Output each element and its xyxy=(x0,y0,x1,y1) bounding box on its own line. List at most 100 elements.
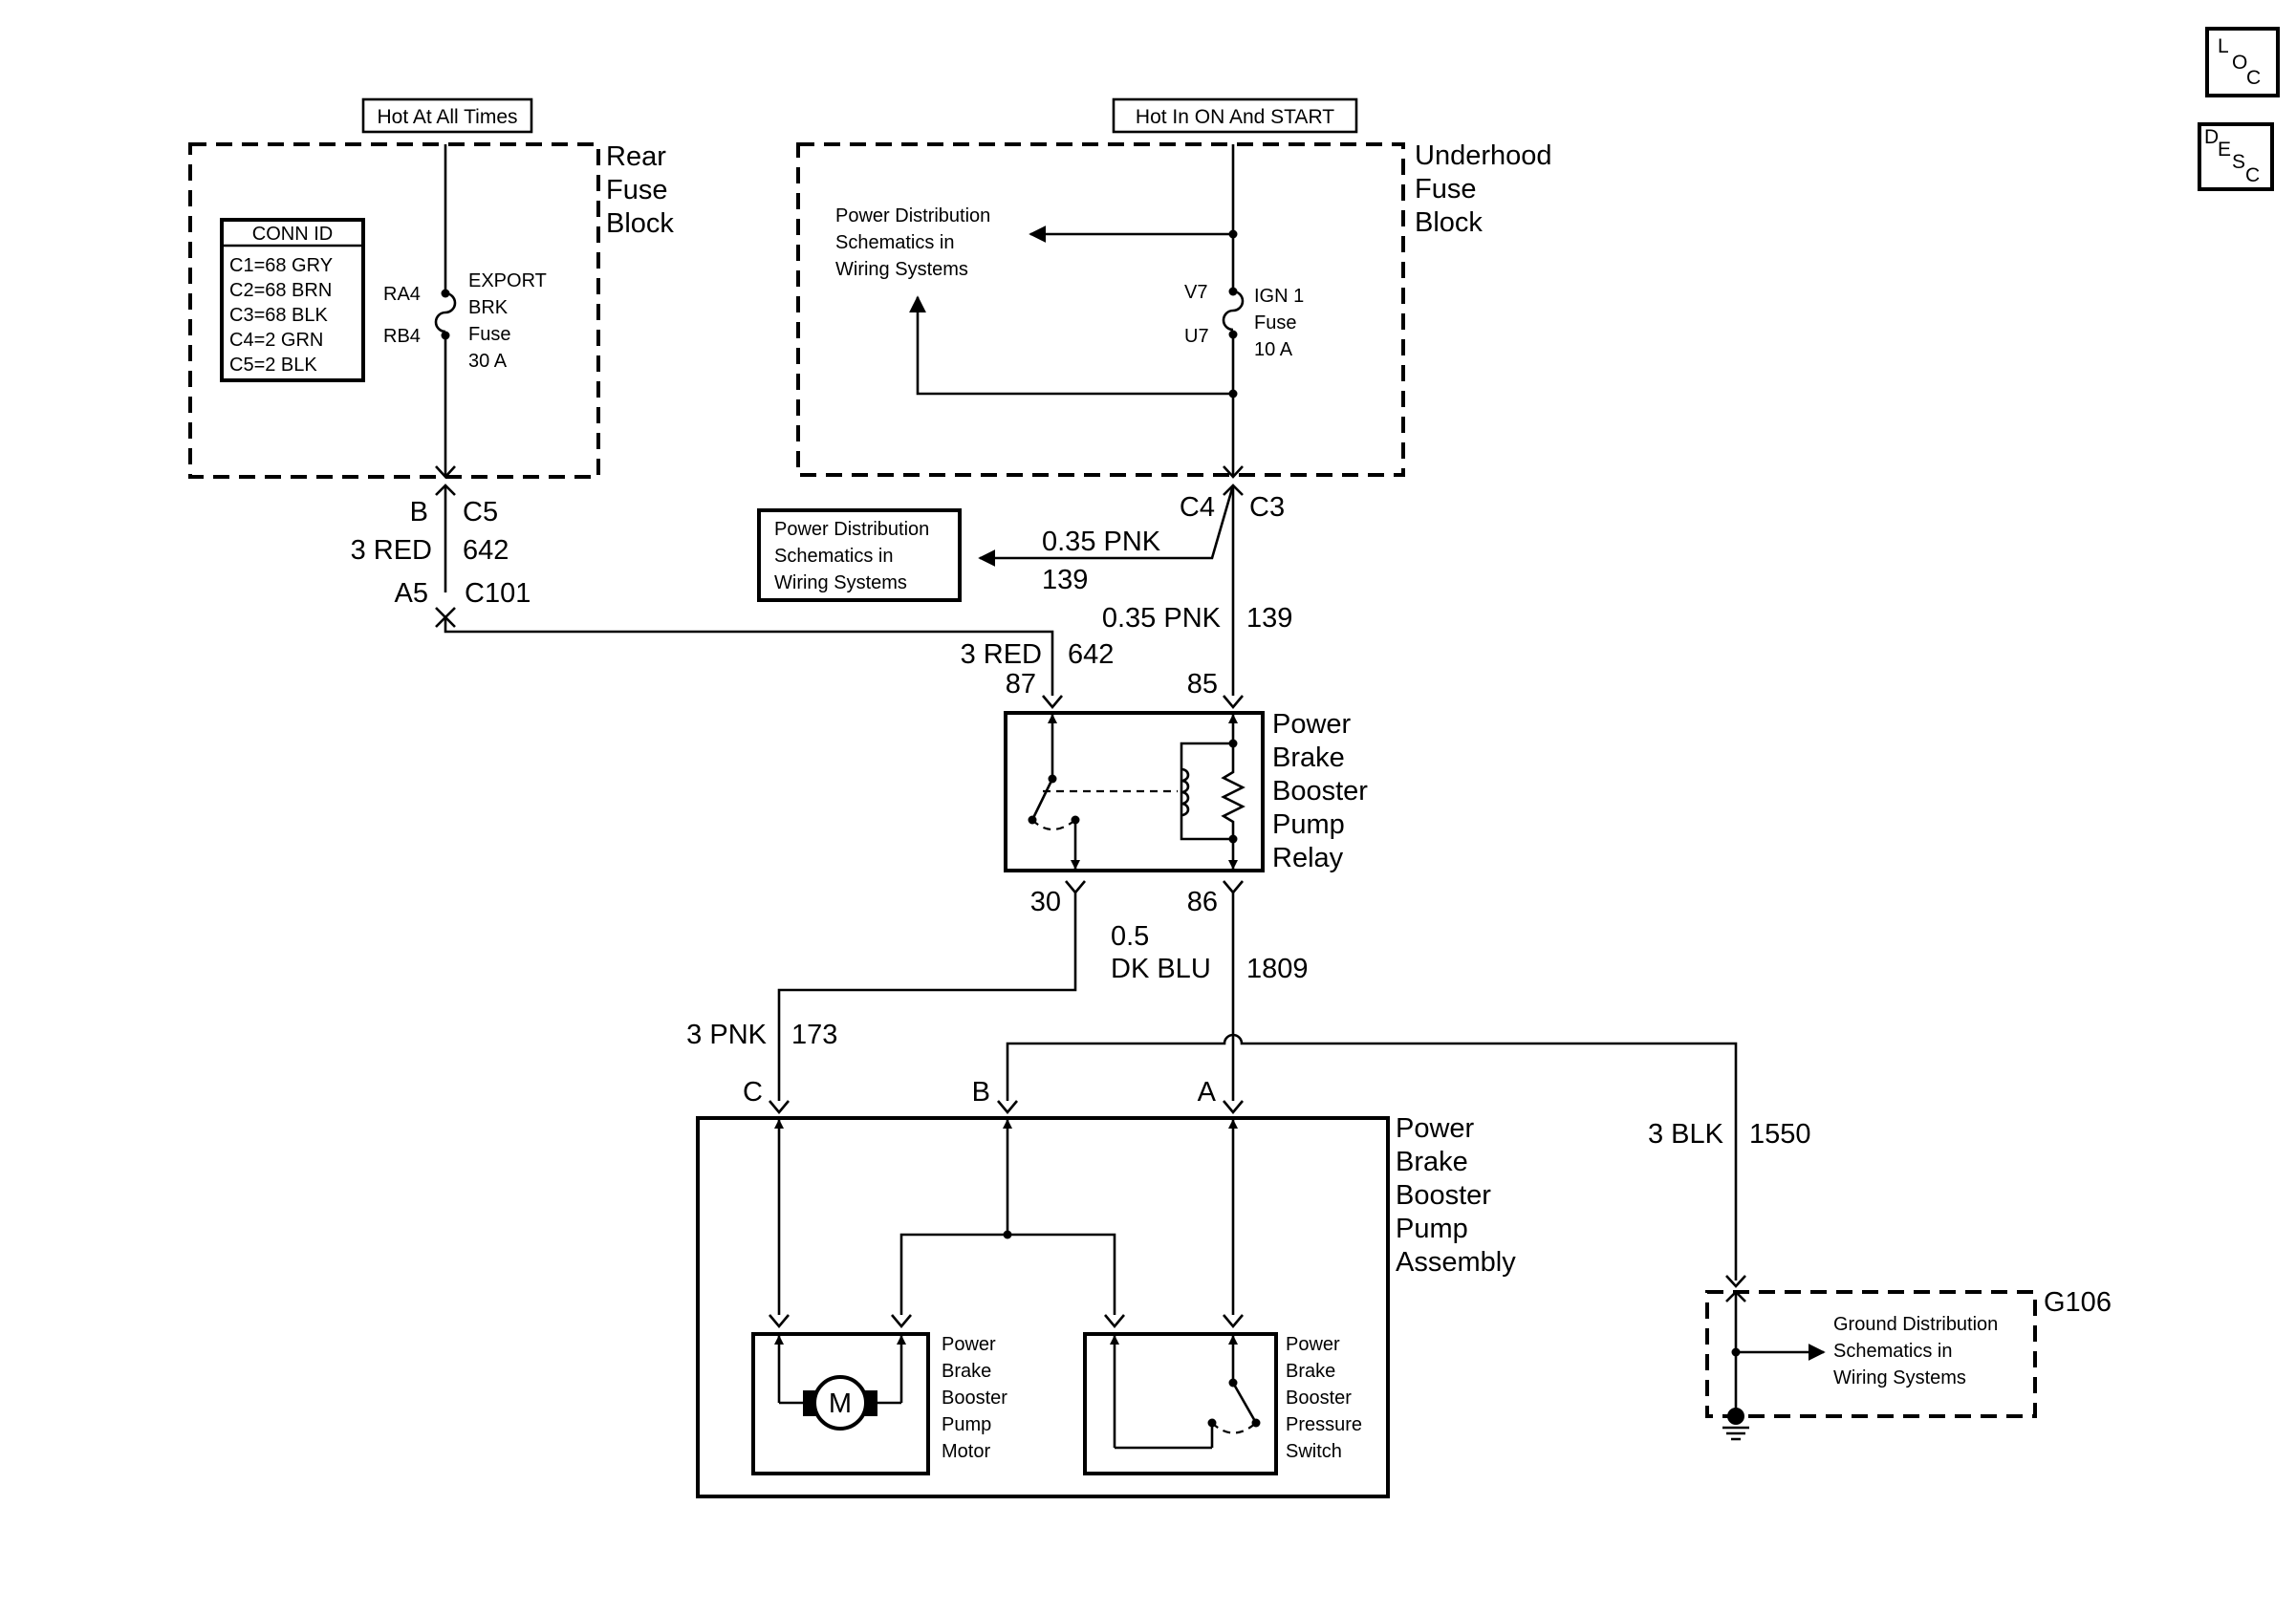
rear-fuse-block: Hot At All Times Rear Fuse Block CONN ID… xyxy=(188,97,674,479)
connector-c5: B C5 3 RED 642 xyxy=(351,465,509,592)
ign1-fuse-label: IGN 1 xyxy=(1254,286,1304,307)
ground-dist-ref[interactable]: Ground Distribution xyxy=(1833,1314,1998,1335)
ign1-fuse-label: 10 A xyxy=(1254,339,1293,360)
c3-connector-label: C3 xyxy=(1249,492,1285,523)
pump-assembly-title: Assembly xyxy=(1396,1247,1516,1278)
underhood-fuse-block-title-2: Fuse xyxy=(1415,174,1476,204)
wire-pnk-139-circuit: 139 xyxy=(1246,603,1292,634)
ign1-fuse-label: Fuse xyxy=(1254,312,1296,334)
pressure-switch-label: Brake xyxy=(1286,1361,1335,1382)
desc-icon-letter-s: S xyxy=(2232,151,2245,173)
power-dist-ref-line: Wiring Systems xyxy=(774,572,907,593)
hot-at-all-times-label: Hot At All Times xyxy=(377,106,517,128)
pump-motor: M xyxy=(751,1332,930,1475)
pump-pin-a: A xyxy=(1198,1077,1217,1108)
export-brk-fuse-symbol xyxy=(434,291,457,334)
relay-pin-86: 86 xyxy=(1187,887,1218,917)
power-dist-ref-line: Schematics in xyxy=(774,546,894,567)
wire-red-642-circuit: 642 xyxy=(463,535,509,566)
loc-icon[interactable]: L O C xyxy=(2205,27,2280,97)
pressure-switch-label: Booster xyxy=(1286,1388,1352,1409)
g106-label: G106 xyxy=(2044,1287,2112,1318)
pressure-switch-label: Pressure xyxy=(1286,1414,1362,1435)
relay-title: Power xyxy=(1272,709,1352,740)
pump-motor-label: Pump xyxy=(942,1414,991,1435)
wire-173 xyxy=(777,893,1077,1101)
desc-icon-letter-d: D xyxy=(2204,126,2219,148)
motor-icon xyxy=(812,1375,868,1431)
wire-pnk-173-color: 3 PNK xyxy=(686,1020,767,1050)
desc-icon[interactable]: D E S C xyxy=(2198,122,2274,191)
relay-resistor-icon xyxy=(1221,743,1245,839)
inner-power-dist-ref: Wiring Systems xyxy=(835,259,968,280)
ground-icon xyxy=(1727,1408,1744,1425)
fuse-pin-v7: V7 xyxy=(1184,282,1207,303)
inner-power-dist-ref: Schematics in xyxy=(835,232,955,253)
underhood-fuse-block: Hot In ON And START Underhood Fuse Block… xyxy=(796,97,1552,477)
conn-id-table: CONN ID C1=68 GRY C2=68 BRN C3=68 BLK C4… xyxy=(220,218,365,382)
pump-assembly-title: Power xyxy=(1396,1113,1475,1144)
pump-pin-c: C xyxy=(743,1077,763,1108)
pump-motor-label: Power xyxy=(942,1334,996,1355)
wire-642-to-relay xyxy=(444,617,1054,696)
fuse-pin-u7: U7 xyxy=(1184,326,1209,347)
loc-icon-letter-c: C xyxy=(2246,67,2261,89)
wire-1809-color: DK BLU xyxy=(1111,954,1211,984)
wire-1809-gauge: 0.5 xyxy=(1111,921,1149,952)
ground-dist-ref[interactable]: Wiring Systems xyxy=(1833,1367,1966,1388)
hot-in-on-start-label: Hot In ON And START xyxy=(1136,106,1334,128)
c4-pin-label: C4 xyxy=(1180,492,1215,523)
loc-icon-letter-l: L xyxy=(2218,35,2229,57)
underhood-fuse-block-outline xyxy=(796,142,1405,477)
power-distribution-ref-box[interactable]: Power Distribution Schematics in Wiring … xyxy=(757,508,962,602)
ground-g106: G106 Ground Distribution Schematics in W… xyxy=(1705,1275,2112,1441)
pressure-switch-label: Power xyxy=(1286,1334,1340,1355)
relay-pin-30: 30 xyxy=(1030,887,1061,917)
conn-id-row: C1=68 GRY xyxy=(229,255,333,276)
hot-at-all-times-box xyxy=(361,97,533,134)
connector-c101: A5 C101 xyxy=(395,578,531,628)
ground-bus-wire xyxy=(1006,1033,1738,1280)
pump-assembly-title: Pump xyxy=(1396,1214,1468,1244)
c5-connector-label: C5 xyxy=(463,497,498,527)
conn-id-row: C3=68 BLK xyxy=(229,305,329,326)
wire-blk-1550-color: 3 BLK xyxy=(1648,1119,1724,1150)
fuse-pin-ra4: RA4 xyxy=(383,284,421,305)
pump-assembly-title: Booster xyxy=(1396,1180,1491,1211)
desc-icon-letter-e: E xyxy=(2218,139,2231,161)
relay-pin-85: 85 xyxy=(1187,669,1218,699)
wire-pnk-173-circuit: 173 xyxy=(791,1020,837,1050)
rear-fuse-block-title-1: Rear xyxy=(606,141,666,172)
power-dist-ref-line: Power Distribution xyxy=(774,519,929,540)
wire-red-642-lower-color: 3 RED xyxy=(961,639,1042,670)
wire-blk-1550-circuit: 1550 xyxy=(1749,1119,1811,1150)
rear-fuse-block-title-3: Block xyxy=(606,208,674,239)
c101-pin-label: A5 xyxy=(395,578,428,609)
ign1-fuse-symbol xyxy=(1222,290,1245,332)
relay-coil-icon xyxy=(1180,767,1190,817)
wire-red-642-lower-circuit: 642 xyxy=(1068,639,1114,670)
pump-pin-b: B xyxy=(972,1077,990,1108)
relay-title: Relay xyxy=(1272,843,1344,873)
underhood-fuse-block-title-3: Block xyxy=(1415,207,1483,238)
conn-id-header: CONN ID xyxy=(252,224,333,245)
pump-motor-label: Booster xyxy=(942,1388,1007,1409)
export-brk-fuse-label: 30 A xyxy=(468,351,508,372)
export-brk-fuse-label: BRK xyxy=(468,297,509,318)
pump-motor-label: Motor xyxy=(942,1441,990,1462)
pnk-branch-wire xyxy=(978,484,1235,567)
ground-dist-ref[interactable]: Schematics in xyxy=(1833,1341,1953,1362)
pressure-switch-label: Switch xyxy=(1286,1441,1342,1462)
conn-id-row: C5=2 BLK xyxy=(229,355,317,376)
c5-pin-label: B xyxy=(410,497,428,527)
loc-icon-letter-o: O xyxy=(2232,52,2247,74)
export-brk-fuse-label: EXPORT xyxy=(468,270,547,291)
power-brake-booster-pump-assembly: Power Brake Booster Pump Assembly M Powe… xyxy=(696,1113,1516,1498)
relay-pin-87: 87 xyxy=(1006,669,1036,699)
wire-red-642-color: 3 RED xyxy=(351,535,432,566)
rear-fuse-block-title-2: Fuse xyxy=(606,175,667,205)
conn-id-row: C4=2 GRN xyxy=(229,330,323,351)
fuse-pin-rb4: RB4 xyxy=(383,326,421,347)
